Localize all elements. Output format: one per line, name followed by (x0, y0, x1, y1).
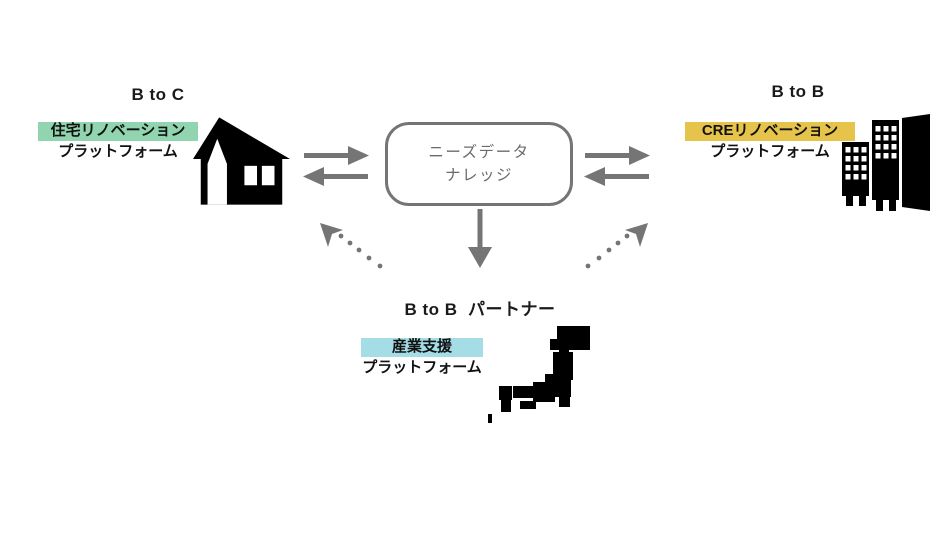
dotted-arrow-up-left (318, 221, 390, 271)
dotted-arrow-up-right (578, 221, 650, 271)
right-bidirectional-arrows (583, 144, 651, 188)
cre-platform-label: CREリノベーション プラットフォーム (685, 122, 855, 160)
housing-platform-subtext: プラットフォーム (58, 143, 178, 160)
segment-label-b-to-c: B to C (131, 85, 185, 104)
down-arrow (464, 209, 496, 269)
industry-support-highlight-text: 産業支援 (361, 338, 483, 357)
office-buildings-icon (842, 112, 932, 212)
segment-label-b-to-b-partner: B to B パートナー (404, 300, 556, 319)
needs-data-knowledge-box: ニーズデータ ナレッジ (385, 122, 573, 206)
japan-map-icon (487, 322, 605, 424)
left-bidirectional-arrows (302, 144, 370, 188)
house-icon (193, 116, 290, 206)
center-box-line1: ニーズデータ (428, 144, 530, 161)
center-box-line2: ナレッジ (444, 167, 513, 184)
industry-support-platform-label: 産業支援 プラットフォーム (361, 338, 483, 376)
cre-platform-subtext: プラットフォーム (710, 143, 830, 160)
industry-support-subtext: プラットフォーム (362, 359, 482, 376)
housing-highlight-text: 住宅リノベーション (38, 122, 198, 141)
housing-platform-label: 住宅リノベーション プラットフォーム (38, 122, 198, 160)
segment-label-b-to-b: B to B (771, 82, 825, 101)
cre-highlight-text: CREリノベーション (685, 122, 855, 141)
